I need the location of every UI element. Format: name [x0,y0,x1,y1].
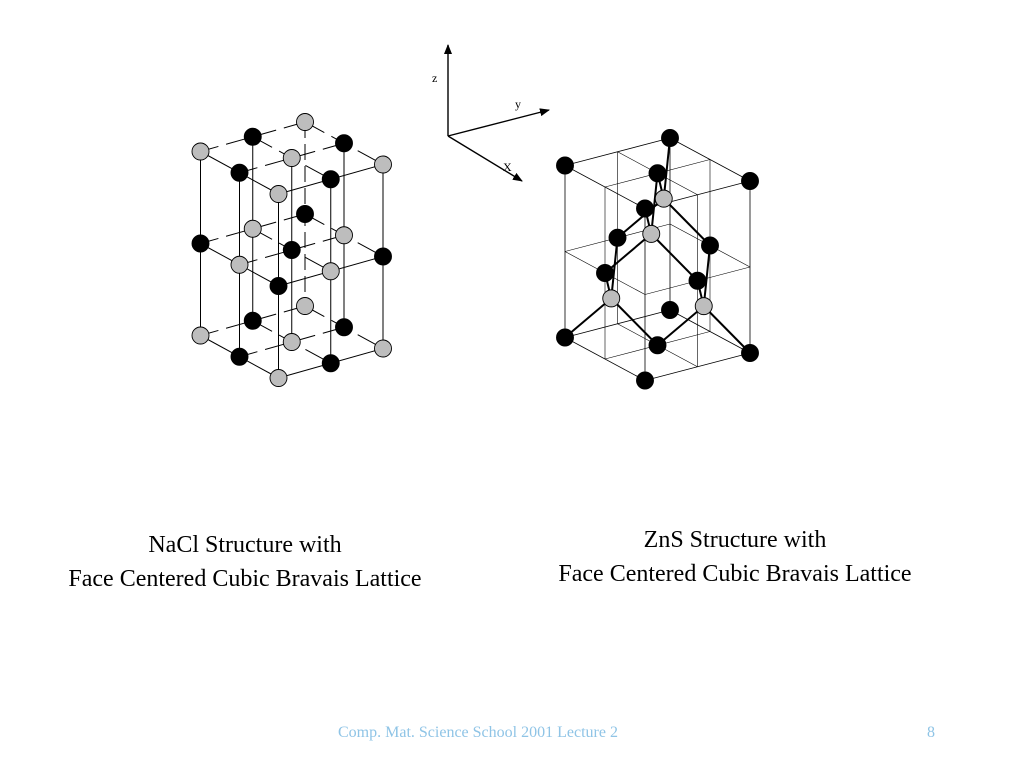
zns-dark-atom [741,344,759,362]
zns-light-atom [602,289,621,308]
zns-caption-line2: Face Centered Cubic Bravais Lattice [558,561,912,587]
nacl-dark-atom [243,311,262,330]
nacl-dark-atom [321,170,340,189]
zns-bond [650,233,699,282]
zns-bond [662,137,671,199]
nacl-light-atom [191,326,210,345]
x-axis-label: X [503,160,512,174]
nacl-dark-atom [191,234,210,253]
nacl-dark-atom [230,347,249,366]
nacl-dark-atom [335,134,353,153]
nacl-light-atom [269,369,288,387]
nacl-light-atom [335,226,353,245]
nacl-lattice-line [200,213,306,244]
zns-dark-atom [596,264,614,282]
nacl-light-atom [282,333,301,351]
nacl-lattice-line [200,305,306,336]
nacl-dark-atom [296,205,314,223]
nacl-dark-atom [230,163,249,182]
nacl-dark-atom [269,277,288,295]
zns-dark-atom [741,172,759,190]
nacl-dark-atom [321,354,340,373]
nacl-light-atom [243,219,262,238]
zns-dark-atom [648,164,667,183]
nacl-light-atom [282,149,301,167]
zns-bond [616,197,665,239]
nacl-dark-atom [335,318,353,337]
zns-dark-atom [661,301,679,319]
nacl-atoms [191,113,392,387]
zns-dark-atom [648,336,667,355]
x-axis-line [447,135,523,182]
zns-bond [663,197,711,247]
zns-bond [650,173,659,234]
nacl-light-atom [321,262,340,281]
zns-lattice-lines [564,137,751,381]
nacl-lattice-line [239,234,345,266]
nacl-dark-atom [374,247,392,266]
nacl-dark-atom [243,127,262,146]
footer-lecture-title: Comp. Mat. Science School 2001 Lecture 2 [338,724,618,741]
zns-caption: ZnS Structure with Face Centered Cubic B… [510,523,960,591]
coordinate-axes: z y X [432,44,550,182]
nacl-light-atom [191,142,210,161]
zns-bond [604,233,652,274]
zns-bond [703,305,751,354]
zns-light-atom [654,189,673,208]
nacl-dark-atom [282,241,301,259]
z-axis-label: z [432,71,437,85]
nacl-light-atom [296,297,314,315]
zns-bond [610,237,619,299]
nacl-caption-line2: Face Centered Cubic Bravais Lattice [68,566,422,592]
y-axis-label: y [515,97,521,111]
zns-light-atom [694,297,713,316]
zns-dark-atom [556,328,574,347]
zns-dark-atom [701,236,719,255]
nacl-caption: NaCl Structure with Face Centered Cubic … [20,528,470,596]
zns-dark-atom [688,271,707,290]
zns-bond [610,297,659,346]
zns-light-atom [642,224,661,243]
nacl-light-atom [374,155,392,174]
nacl-lattice-line [239,326,345,358]
nacl-structure-diagram [191,113,392,387]
nacl-caption-line1: NaCl Structure with [148,532,342,558]
zns-atoms [556,129,759,390]
zns-dark-atom [556,156,574,175]
nacl-light-atom [230,255,249,274]
nacl-lattice-line [200,121,306,152]
zns-bond [702,245,711,307]
nacl-light-atom [374,339,392,358]
zns-bond [564,297,612,339]
zns-caption-line1: ZnS Structure with [643,527,827,553]
zns-bond-lines [564,137,751,354]
zns-dark-atom [636,371,654,390]
zns-structure-diagram [556,129,759,390]
zns-dark-atom [661,129,679,147]
zns-dark-atom [636,199,654,218]
y-axis-line [447,108,550,137]
zns-dark-atom [608,228,627,247]
nacl-light-atom [296,113,314,131]
nacl-light-atom [269,185,288,203]
page-number: 8 [927,724,935,741]
nacl-lattice-line [239,142,345,174]
zns-bond [656,305,705,347]
